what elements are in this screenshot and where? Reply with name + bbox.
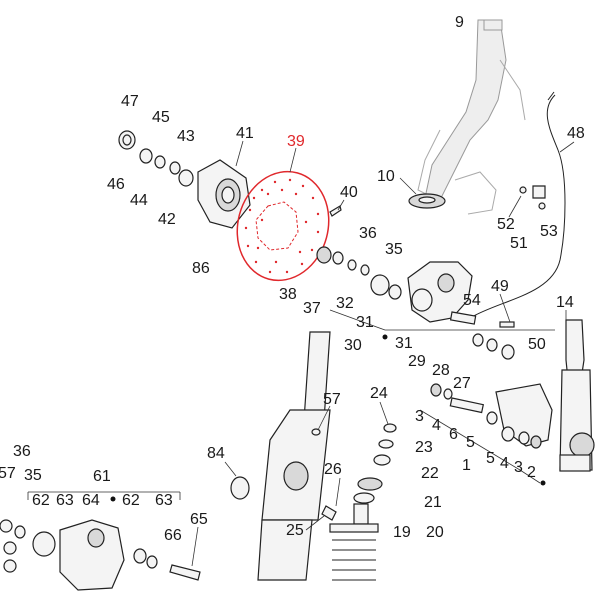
part-label: 54 bbox=[463, 292, 481, 309]
part-label: 5 bbox=[486, 450, 495, 467]
part-label: 61 bbox=[93, 468, 111, 485]
part-label: 5 bbox=[466, 434, 475, 451]
shock-absorber bbox=[321, 423, 397, 581]
part-label: 22 bbox=[421, 465, 439, 482]
part-label: 26 bbox=[324, 461, 342, 478]
part-label: 19 bbox=[393, 524, 411, 541]
part-label: 3 bbox=[514, 459, 523, 476]
part-label: 38 bbox=[279, 286, 297, 303]
wheel-hub-assembly bbox=[118, 130, 251, 229]
part-label: 41 bbox=[236, 125, 254, 142]
part-label: 32 bbox=[336, 295, 354, 312]
part-label: 31 bbox=[395, 335, 413, 352]
part-label: 62 bbox=[122, 492, 140, 509]
part-label: 52 bbox=[497, 216, 515, 233]
part-label: 65 bbox=[190, 511, 208, 528]
part-label: 27 bbox=[453, 375, 471, 392]
part-label: 53 bbox=[540, 223, 558, 240]
part-label: 84 bbox=[207, 445, 225, 462]
part-label: 37 bbox=[303, 300, 321, 317]
part-label: 4 bbox=[500, 455, 509, 472]
left-fork-tube bbox=[257, 331, 331, 581]
part-label: 6 bbox=[449, 426, 458, 443]
part-label: 64 bbox=[82, 492, 100, 509]
small-fasteners-52-53 bbox=[519, 185, 546, 210]
part-label: 66 bbox=[164, 527, 182, 544]
secondary-caliper bbox=[0, 491, 201, 591]
part-label: 49 bbox=[491, 278, 509, 295]
brake-cable bbox=[469, 94, 566, 319]
part-label: 31 bbox=[356, 314, 374, 331]
brake-caliper bbox=[407, 261, 515, 328]
swing-arm-assembly bbox=[419, 383, 553, 486]
part-label: 57 bbox=[0, 465, 16, 482]
leader-lines bbox=[191, 140, 575, 567]
caliper-seals bbox=[472, 333, 515, 360]
bushing-84 bbox=[230, 476, 250, 500]
part-label: 57 bbox=[323, 391, 341, 408]
bolt-40 bbox=[329, 205, 342, 217]
part-label: 62 bbox=[32, 492, 50, 509]
part-label: 10 bbox=[377, 168, 395, 185]
part-label: 9 bbox=[455, 14, 464, 31]
part-label-highlighted: 39 bbox=[287, 133, 305, 150]
part-label: 23 bbox=[415, 439, 433, 456]
part-label: 1 bbox=[462, 457, 471, 474]
right-fork-leg bbox=[559, 319, 595, 472]
part-label: 42 bbox=[158, 211, 176, 228]
part-label: 25 bbox=[286, 522, 304, 539]
part-label: 36 bbox=[359, 225, 377, 242]
part-label: 14 bbox=[556, 294, 574, 311]
spacer-seal-stack bbox=[316, 246, 402, 300]
part-label: 45 bbox=[152, 109, 170, 126]
part-labels: 9 47 45 43 41 39 46 44 42 86 10 40 48 52… bbox=[0, 14, 585, 544]
part-label: 50 bbox=[528, 336, 546, 353]
part-label: 29 bbox=[408, 353, 426, 370]
part-label: 63 bbox=[155, 492, 173, 509]
part-label: 4 bbox=[432, 417, 441, 434]
part-label: 28 bbox=[432, 362, 450, 379]
part-label: 3 bbox=[415, 408, 424, 425]
part-label: 36 bbox=[13, 443, 31, 460]
part-label: 43 bbox=[177, 128, 195, 145]
part-label: 46 bbox=[107, 176, 125, 193]
part-label: 30 bbox=[344, 337, 362, 354]
brake-disc-icon bbox=[236, 170, 330, 282]
part-label: 44 bbox=[130, 192, 148, 209]
part-label: 47 bbox=[121, 93, 139, 110]
part-label: 35 bbox=[385, 241, 403, 258]
part-label: 24 bbox=[370, 385, 388, 402]
part-label: 20 bbox=[426, 524, 444, 541]
part-label: 2 bbox=[527, 464, 536, 481]
steering-tube bbox=[417, 19, 526, 215]
part-label: 63 bbox=[56, 492, 74, 509]
part-label: 35 bbox=[24, 467, 42, 484]
part-label: 86 bbox=[192, 260, 210, 277]
part-label: 48 bbox=[567, 125, 585, 142]
part-label: 21 bbox=[424, 494, 442, 511]
part-label: 51 bbox=[510, 235, 528, 252]
part-label: 40 bbox=[340, 184, 358, 201]
